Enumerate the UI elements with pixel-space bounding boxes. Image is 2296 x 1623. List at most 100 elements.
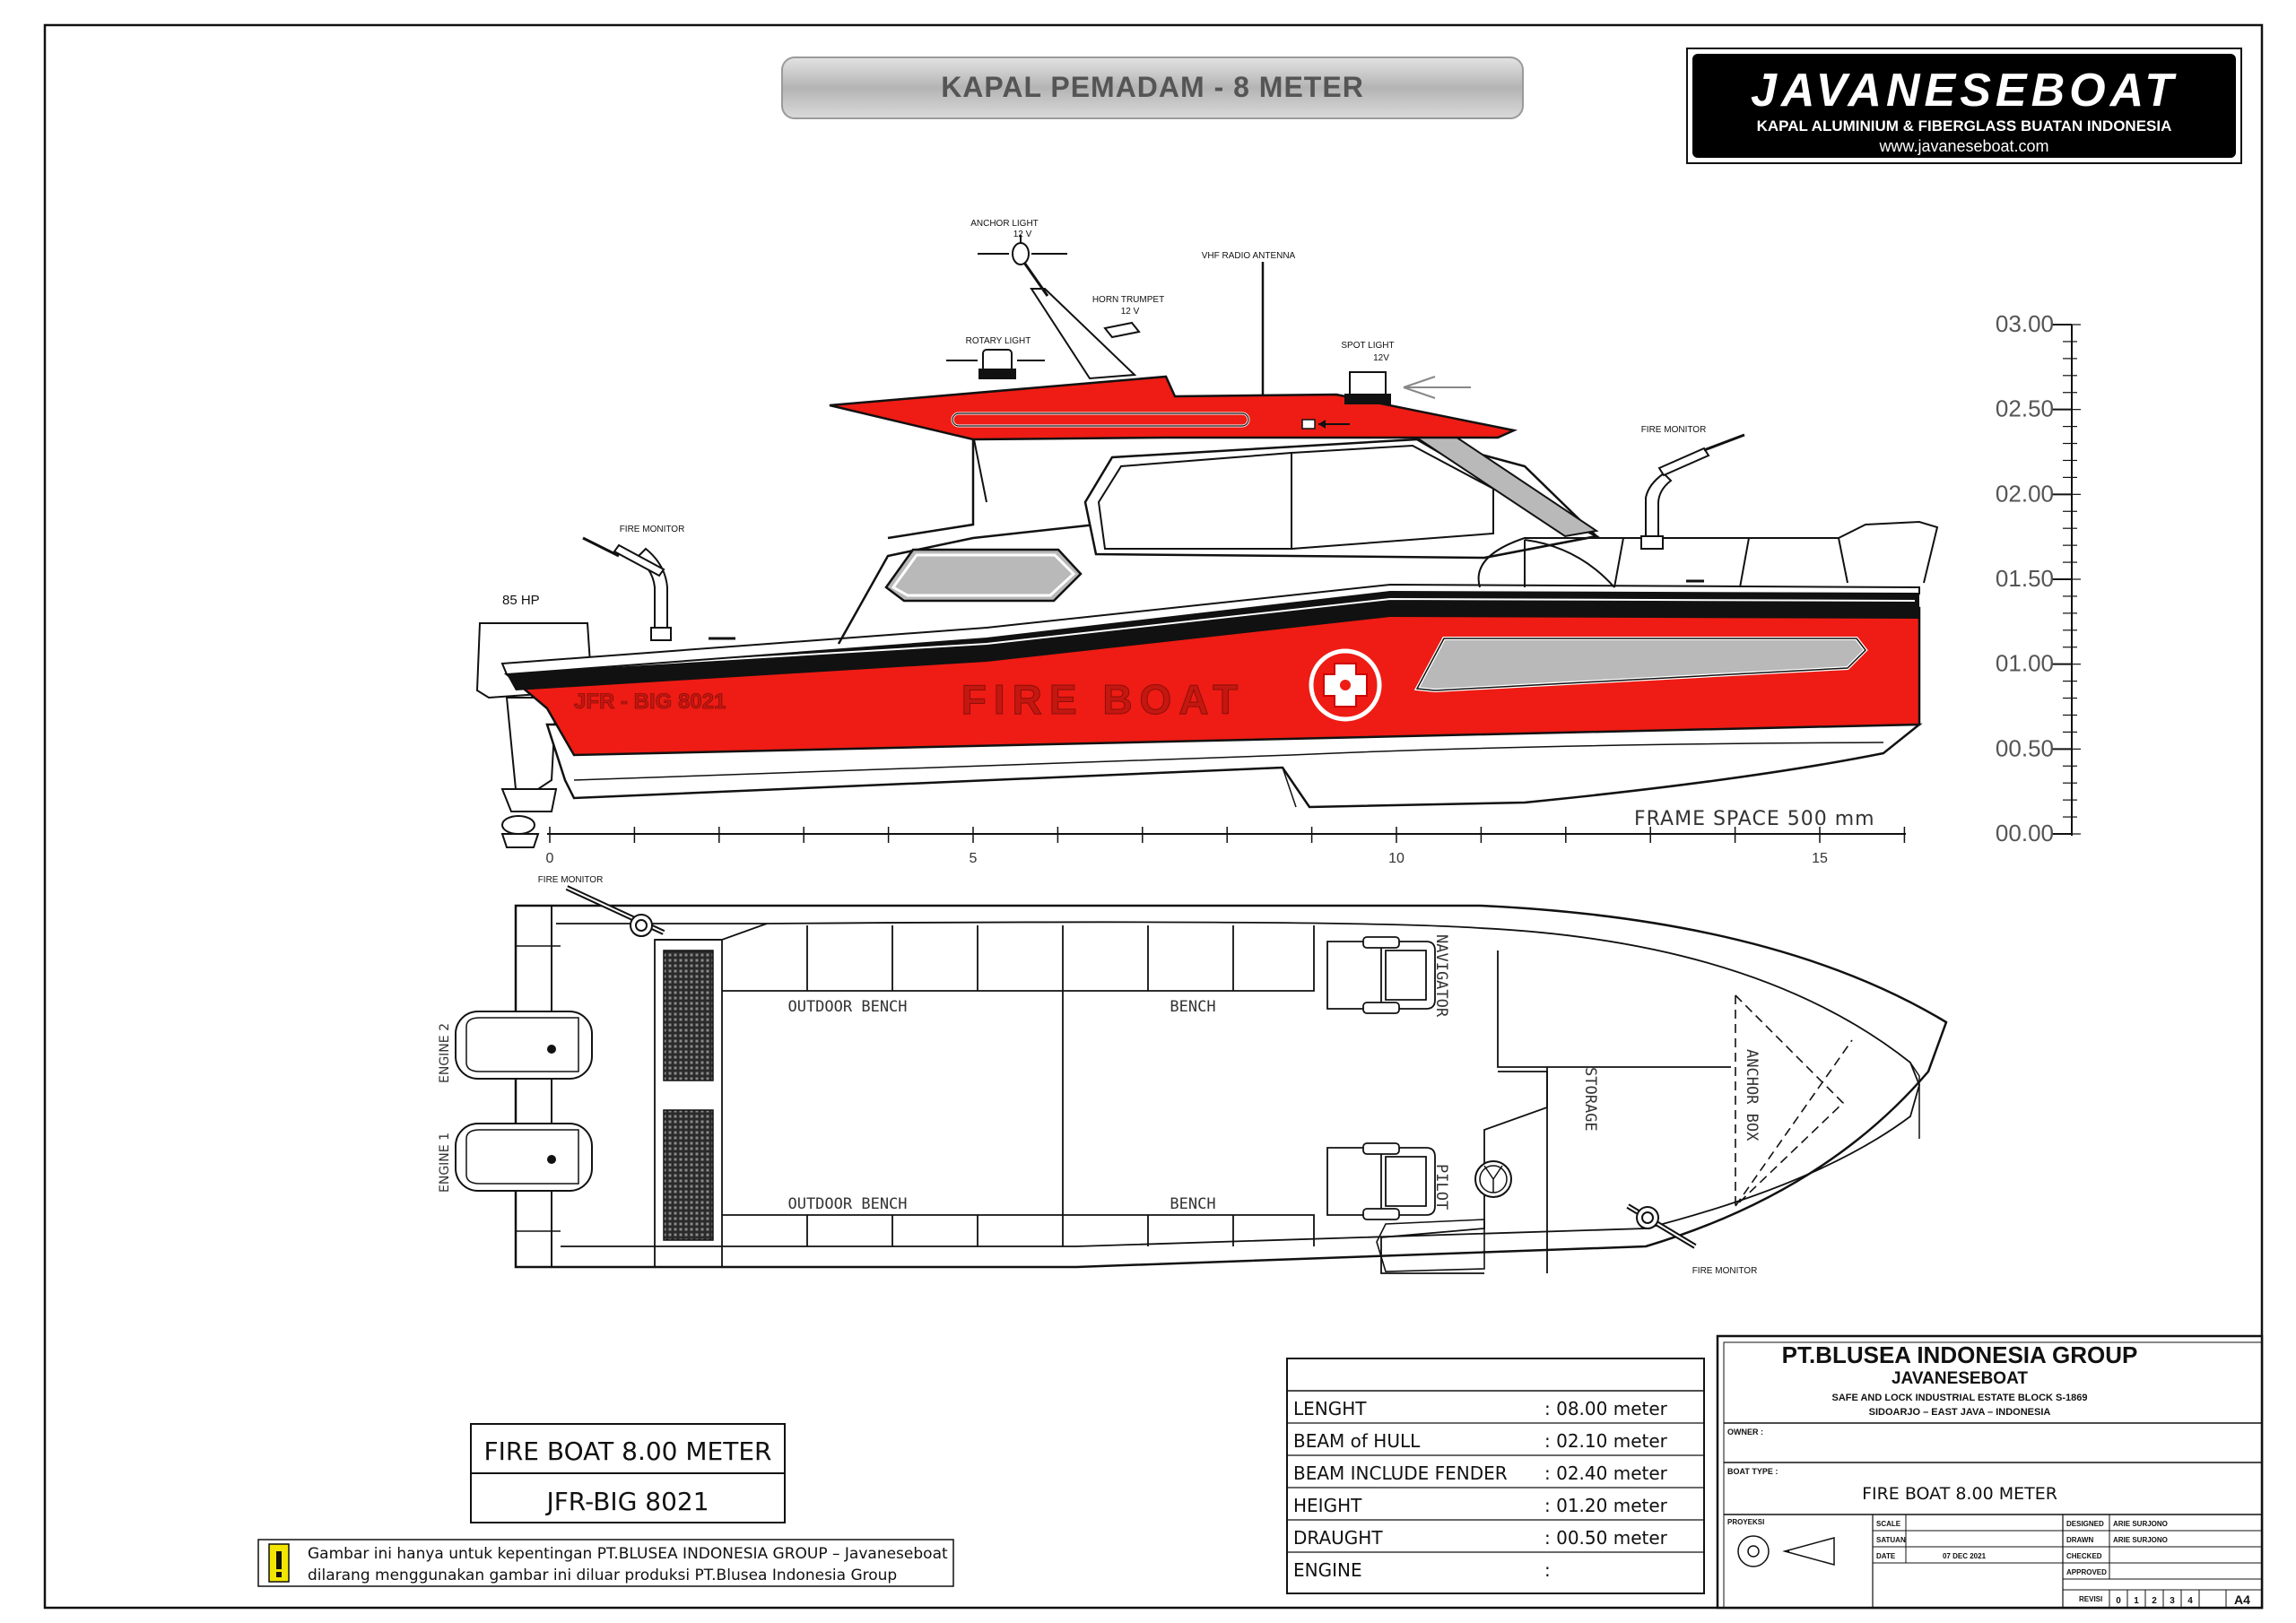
anchor-light-voltage: 12 V: [1013, 230, 1032, 239]
horn-icon: [1103, 321, 1141, 339]
frame-ruler: 0 5 10 15 FRAME SPACE 500 mm: [546, 808, 1906, 866]
hard-top: [829, 375, 1518, 441]
logo-brand: JAVANESEBOAT: [1751, 65, 2178, 117]
mast: [1030, 288, 1137, 380]
frame-space-label: FRAME SPACE 500 mm: [1634, 808, 1875, 830]
revision-0: 0: [2116, 1596, 2121, 1606]
spec-label-height: HEIGHT: [1293, 1495, 1362, 1516]
frame-tick-label: 0: [546, 851, 554, 866]
satuan-label: SATUAN: [1876, 1536, 1906, 1544]
cabin-side-window: [884, 548, 1083, 603]
date-label: DATE: [1876, 1552, 1896, 1560]
revision-1: 1: [2134, 1596, 2139, 1606]
spot-light-label: SPOT LIGHT: [1341, 341, 1394, 351]
revision-cells: [2109, 1590, 2227, 1608]
spec-label-length: LENGHT: [1293, 1398, 1367, 1419]
height-tick-label: 02.50: [1996, 395, 2054, 422]
anchor-light-label: ANCHOR LIGHT: [970, 219, 1039, 229]
height-tick-label: 01.50: [1996, 565, 2054, 592]
fire-monitor-fwd-label: FIRE MONITOR: [1641, 425, 1707, 435]
scale-label: SCALE: [1876, 1520, 1901, 1528]
boat-name: FIRE BOAT 8.00 METER: [483, 1436, 771, 1466]
warning-icon: [268, 1543, 290, 1583]
anchor-box: [1735, 994, 1853, 1207]
spec-value-beam-fender: : 02.40 meter: [1544, 1462, 1668, 1484]
anchor-light-icon: [1012, 242, 1030, 265]
frame-tick-label: 5: [970, 851, 978, 866]
fire-monitor-aft: [582, 536, 672, 641]
proyeksi-label: PROYEKSI: [1727, 1518, 1764, 1526]
vhf-label: VHF RADIO ANTENNA: [1202, 251, 1296, 261]
spec-label-draught: DRAUGHT: [1293, 1527, 1383, 1549]
engine-1: [455, 1123, 593, 1192]
frame-tick-label: 15: [1812, 851, 1828, 866]
plan-fire-monitor-aft-label: FIRE MONITOR: [538, 875, 604, 885]
spec-value-length: : 08.00 meter: [1544, 1398, 1668, 1419]
pilot-label: PILOT: [1432, 1164, 1450, 1210]
rotary-light-icon: [946, 349, 1045, 379]
revision-3: 3: [2170, 1596, 2175, 1606]
date-value: 07 DEC 2021: [1943, 1552, 1987, 1560]
drawn-label: DRAWN: [2066, 1536, 2093, 1544]
paper-size: A4: [2234, 1593, 2250, 1607]
spec-label-beam-hull: BEAM of HULL: [1293, 1430, 1421, 1452]
approved-label: APPROVED: [2066, 1568, 2107, 1576]
checked-label: CHECKED: [2066, 1552, 2102, 1560]
benches: [722, 925, 1315, 1246]
side-view: 85 HP FIRE BOAT JFR - BIG 8021: [475, 219, 2081, 866]
revisi-label: REVISI: [2079, 1595, 2102, 1603]
revision-4: 4: [2187, 1596, 2193, 1606]
engine-2: [455, 1011, 593, 1080]
outdoor-bench-top-label: OUTDOOR BENCH: [787, 998, 907, 1016]
projection-symbol-icon: [1737, 1535, 1835, 1567]
company-name: PT.BLUSEA INDONESIA GROUP: [1782, 1341, 2138, 1368]
steering-wheel-icon: [1474, 1160, 1512, 1198]
height-tick-label: 03.00: [1996, 310, 2054, 337]
frame-tick-label: 10: [1388, 851, 1405, 866]
hull-fire-boat-text: FIRE BOAT: [961, 676, 1245, 723]
copyright-notice: Gambar ini hanya untuk kepentingan PT.BL…: [257, 1539, 954, 1587]
plan-hull-outline: [514, 904, 1948, 1269]
designed-label: DESIGNED: [2066, 1520, 2104, 1528]
logo-tagline: KAPAL ALUMINIUM & FIBERGLASS BUATAN INDO…: [1757, 117, 2172, 135]
spec-value-height: : 01.20 meter: [1544, 1495, 1668, 1516]
plan-fire-monitor-aft: [565, 885, 665, 937]
plan-view: ENGINE 2 ENGINE 1 OUTDOOR BENCH BENCH OU…: [438, 875, 1948, 1276]
spot-light-icon: [1344, 371, 1471, 404]
deck-grate-top: [663, 950, 714, 1081]
plan-fire-monitor-fwd: [1626, 1203, 1697, 1249]
company-brand: JAVANESEBOAT: [1892, 1369, 2028, 1388]
boat-name-box: FIRE BOAT 8.00 METER JFR-BIG 8021: [470, 1423, 786, 1523]
company-address-1: SAFE AND LOCK INDUSTRIAL ESTATE BLOCK S-…: [1831, 1393, 2087, 1403]
pilot-seat: [1326, 1142, 1436, 1220]
fire-monitor-aft-label: FIRE MONITOR: [620, 525, 685, 534]
notice-line-2: dilarang menggunakan gambar ini diluar p…: [308, 1567, 897, 1584]
anchor-box-label: ANCHOR BOX: [1743, 1049, 1761, 1141]
spec-value-engine: :: [1544, 1559, 1551, 1581]
engine-1-label: ENGINE 1: [438, 1133, 452, 1193]
bench-bottom-label: BENCH: [1170, 1195, 1215, 1213]
outdoor-bench-bottom-label: OUTDOOR BENCH: [787, 1195, 907, 1213]
title-block: PT.BLUSEA INDONESIA GROUP JAVANESEBOAT S…: [1716, 1334, 2264, 1610]
height-tick-label: 00.50: [1996, 734, 2054, 761]
specs-table: LENGHT : 08.00 meter BEAM of HULL : 02.1…: [1286, 1358, 1705, 1594]
fire-emblem: [1309, 648, 1382, 722]
revision-2: 2: [2152, 1596, 2157, 1606]
bow-rail: [1477, 520, 1939, 588]
designed-value: ARIE SURJONO: [2113, 1520, 2168, 1528]
boat-type-value: FIRE BOAT 8.00 METER: [1862, 1484, 2057, 1504]
horn-voltage: 12 V: [1121, 307, 1140, 317]
title-banner: KAPAL PEMADAM - 8 METER: [781, 56, 1524, 119]
deck-grate-bottom: [663, 1109, 714, 1241]
storage-label: STORAGE: [1581, 1067, 1599, 1132]
page-title: KAPAL PEMADAM - 8 METER: [941, 71, 1364, 103]
spec-label-beam-fender: BEAM INCLUDE FENDER: [1293, 1462, 1508, 1484]
javaneseboat-logo: JAVANESEBOAT KAPAL ALUMINIUM & FIBERGLAS…: [1686, 48, 2242, 164]
notice-line-1: Gambar ini hanya untuk kepentingan PT.BL…: [308, 1545, 948, 1563]
drawing-border: [43, 23, 2264, 1610]
spot-light-voltage: 12V: [1373, 353, 1389, 363]
spec-value-beam-hull: : 02.10 meter: [1544, 1430, 1668, 1452]
plan-fire-monitor-fwd-label: FIRE MONITOR: [1692, 1266, 1758, 1276]
boat-code: JFR-BIG 8021: [544, 1487, 709, 1516]
